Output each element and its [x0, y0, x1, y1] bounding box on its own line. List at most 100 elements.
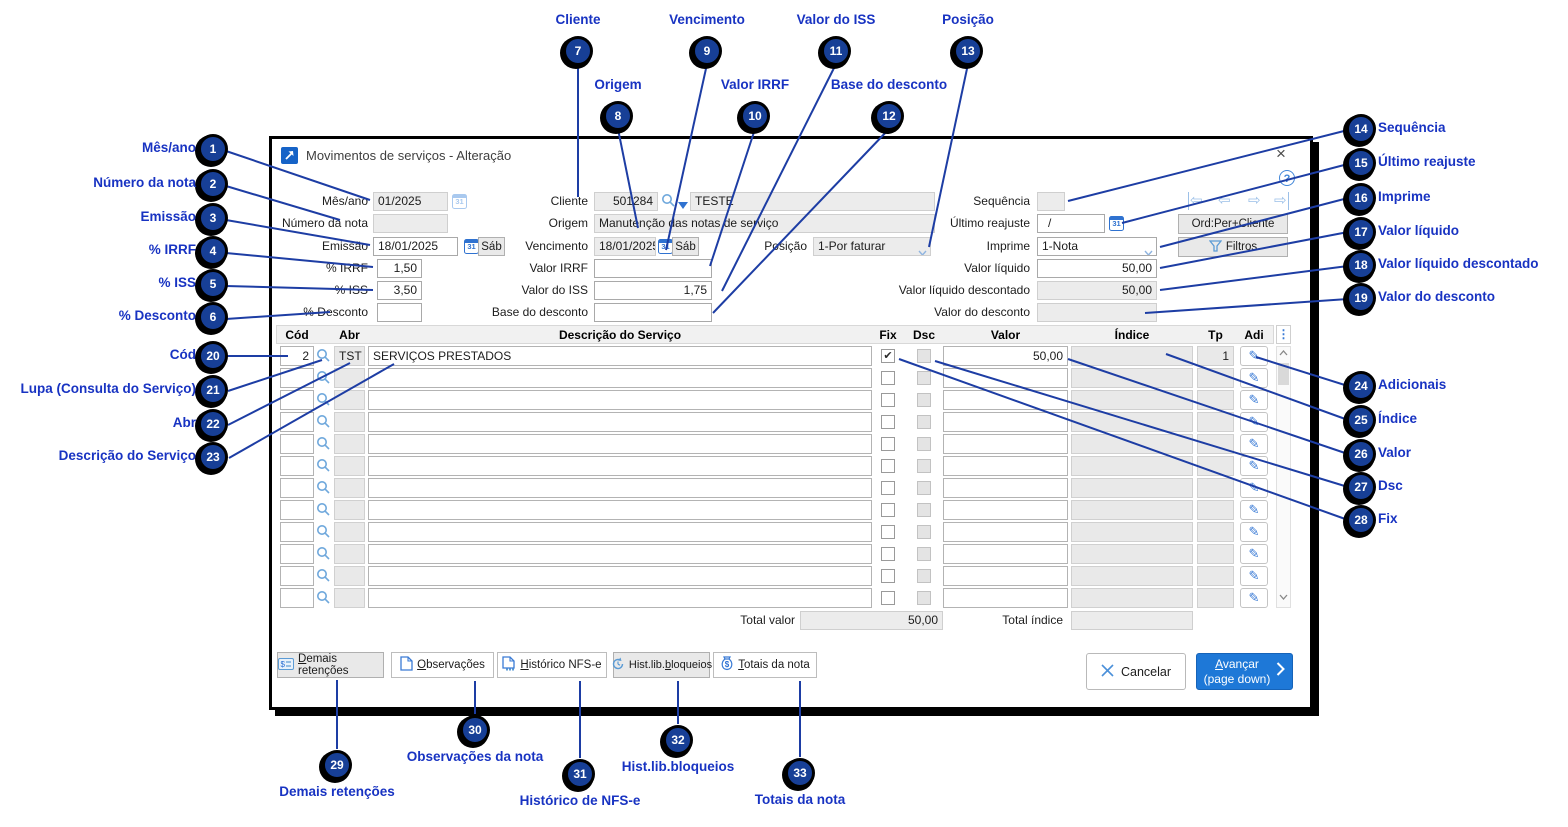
- observacoes-button[interactable]: Observações: [391, 652, 494, 678]
- search-icon[interactable]: [316, 370, 331, 390]
- cancelar-button[interactable]: Cancelar: [1086, 653, 1186, 690]
- search-icon[interactable]: [316, 546, 331, 566]
- adicionais-edit-button[interactable]: ✎: [1240, 566, 1268, 586]
- search-icon[interactable]: [316, 458, 331, 478]
- adicionais-edit-button[interactable]: ✎: [1240, 522, 1268, 542]
- valor-input[interactable]: 50,00: [943, 346, 1068, 366]
- ord-per-cliente-button[interactable]: Ord:Per+Cliente: [1178, 214, 1288, 234]
- descricao-input[interactable]: [368, 368, 872, 388]
- fix-checkbox[interactable]: [881, 371, 895, 385]
- fix-checkbox[interactable]: [881, 569, 895, 583]
- valor-input[interactable]: [943, 456, 1068, 476]
- search-icon[interactable]: [316, 502, 331, 522]
- adicionais-edit-button[interactable]: ✎: [1240, 478, 1268, 498]
- fix-checkbox[interactable]: [881, 415, 895, 429]
- avancar-button[interactable]: Avançar (page down): [1196, 653, 1293, 690]
- fix-checkbox[interactable]: [881, 437, 895, 451]
- search-icon[interactable]: [316, 436, 331, 456]
- cod-input[interactable]: [280, 456, 314, 476]
- cod-input[interactable]: 2: [280, 346, 314, 366]
- search-icon[interactable]: [316, 524, 331, 544]
- valor-input[interactable]: [943, 500, 1068, 520]
- adicionais-edit-button[interactable]: ✎: [1240, 500, 1268, 520]
- fix-checkbox[interactable]: [881, 547, 895, 561]
- nav-first-icon[interactable]: ⇦: [1188, 192, 1203, 210]
- fix-checkbox[interactable]: ✔: [881, 349, 895, 363]
- fix-checkbox[interactable]: [881, 459, 895, 473]
- adicionais-edit-button[interactable]: ✎: [1240, 544, 1268, 564]
- search-icon[interactable]: [316, 568, 331, 588]
- base-desconto-field[interactable]: [594, 303, 712, 322]
- scroll-down-icon[interactable]: [1277, 592, 1290, 606]
- descricao-input[interactable]: [368, 566, 872, 586]
- cod-input[interactable]: [280, 478, 314, 498]
- cod-input[interactable]: [280, 390, 314, 410]
- search-icon[interactable]: [316, 392, 331, 412]
- adicionais-edit-button[interactable]: ✎: [1240, 368, 1268, 388]
- adicionais-edit-button[interactable]: ✎: [1240, 412, 1268, 432]
- calendar-icon[interactable]: 31: [658, 239, 673, 254]
- totais-da-nota-button[interactable]: $ Totais da nota: [713, 652, 817, 678]
- descricao-input[interactable]: [368, 544, 872, 564]
- valor-input[interactable]: [943, 390, 1068, 410]
- calendar-icon[interactable]: 31: [1109, 216, 1124, 231]
- filtros-button[interactable]: Filtros: [1178, 237, 1288, 257]
- fix-checkbox[interactable]: [881, 481, 895, 495]
- scroll-up-icon[interactable]: [1277, 348, 1290, 362]
- valor-irrf-field[interactable]: [594, 259, 712, 278]
- fix-checkbox[interactable]: [881, 591, 895, 605]
- valor-input[interactable]: [943, 368, 1068, 388]
- adicionais-edit-button[interactable]: ✎: [1240, 346, 1268, 366]
- hist-lib-bloqueios-button[interactable]: Hist.lib.bloqueios: [612, 652, 712, 678]
- perc-irrf-field[interactable]: 1,50: [377, 259, 422, 278]
- imprime-select[interactable]: 1-Nota: [1037, 237, 1157, 256]
- fix-checkbox[interactable]: [881, 393, 895, 407]
- adicionais-edit-button[interactable]: ✎: [1240, 588, 1268, 608]
- adicionais-edit-button[interactable]: ✎: [1240, 390, 1268, 410]
- search-icon[interactable]: [661, 193, 676, 213]
- valor-input[interactable]: [943, 478, 1068, 498]
- cod-input[interactable]: [280, 500, 314, 520]
- nav-next-icon[interactable]: ⇨: [1248, 192, 1261, 209]
- close-icon[interactable]: ×: [1276, 144, 1286, 163]
- fix-checkbox[interactable]: [881, 525, 895, 539]
- fix-checkbox[interactable]: [881, 503, 895, 517]
- descricao-input[interactable]: [368, 434, 872, 454]
- search-icon[interactable]: [316, 414, 331, 434]
- cliente-dropdown-icon[interactable]: [678, 197, 689, 215]
- cod-input[interactable]: [280, 544, 314, 564]
- descricao-input[interactable]: SERVIÇOS PRESTADOS: [368, 346, 872, 366]
- valor-input[interactable]: [943, 412, 1068, 432]
- valor-input[interactable]: [943, 434, 1068, 454]
- cod-input[interactable]: [280, 522, 314, 542]
- search-icon[interactable]: [316, 590, 331, 610]
- descricao-input[interactable]: [368, 456, 872, 476]
- descricao-input[interactable]: [368, 588, 872, 608]
- cod-input[interactable]: [280, 588, 314, 608]
- emissao-field[interactable]: 18/01/2025: [373, 237, 458, 256]
- perc-iss-field[interactable]: 3,50: [377, 281, 422, 300]
- scrollbar-thumb[interactable]: [1278, 363, 1289, 385]
- adicionais-edit-button[interactable]: ✎: [1240, 456, 1268, 476]
- nav-last-icon[interactable]: ⇨: [1274, 192, 1289, 210]
- valor-input[interactable]: [943, 544, 1068, 564]
- search-icon[interactable]: [316, 348, 331, 368]
- cod-input[interactable]: [280, 368, 314, 388]
- grid-options-menu-icon[interactable]: ⋮: [1276, 325, 1291, 344]
- demais-retencoes-button[interactable]: $ Demais retenções: [277, 652, 384, 678]
- grid-scrollbar[interactable]: [1276, 346, 1291, 608]
- valor-input[interactable]: [943, 566, 1068, 586]
- valor-input[interactable]: [943, 588, 1068, 608]
- adicionais-edit-button[interactable]: ✎: [1240, 434, 1268, 454]
- ultimo-reajuste-field[interactable]: /: [1037, 214, 1105, 233]
- perc-desconto-field[interactable]: [377, 303, 422, 322]
- search-icon[interactable]: [316, 480, 331, 500]
- help-icon[interactable]: ?: [1279, 170, 1295, 186]
- valor-input[interactable]: [943, 522, 1068, 542]
- descricao-input[interactable]: [368, 522, 872, 542]
- descricao-input[interactable]: [368, 500, 872, 520]
- descricao-input[interactable]: [368, 412, 872, 432]
- descricao-input[interactable]: [368, 478, 872, 498]
- cod-input[interactable]: [280, 566, 314, 586]
- valor-iss-field[interactable]: 1,75: [594, 281, 712, 300]
